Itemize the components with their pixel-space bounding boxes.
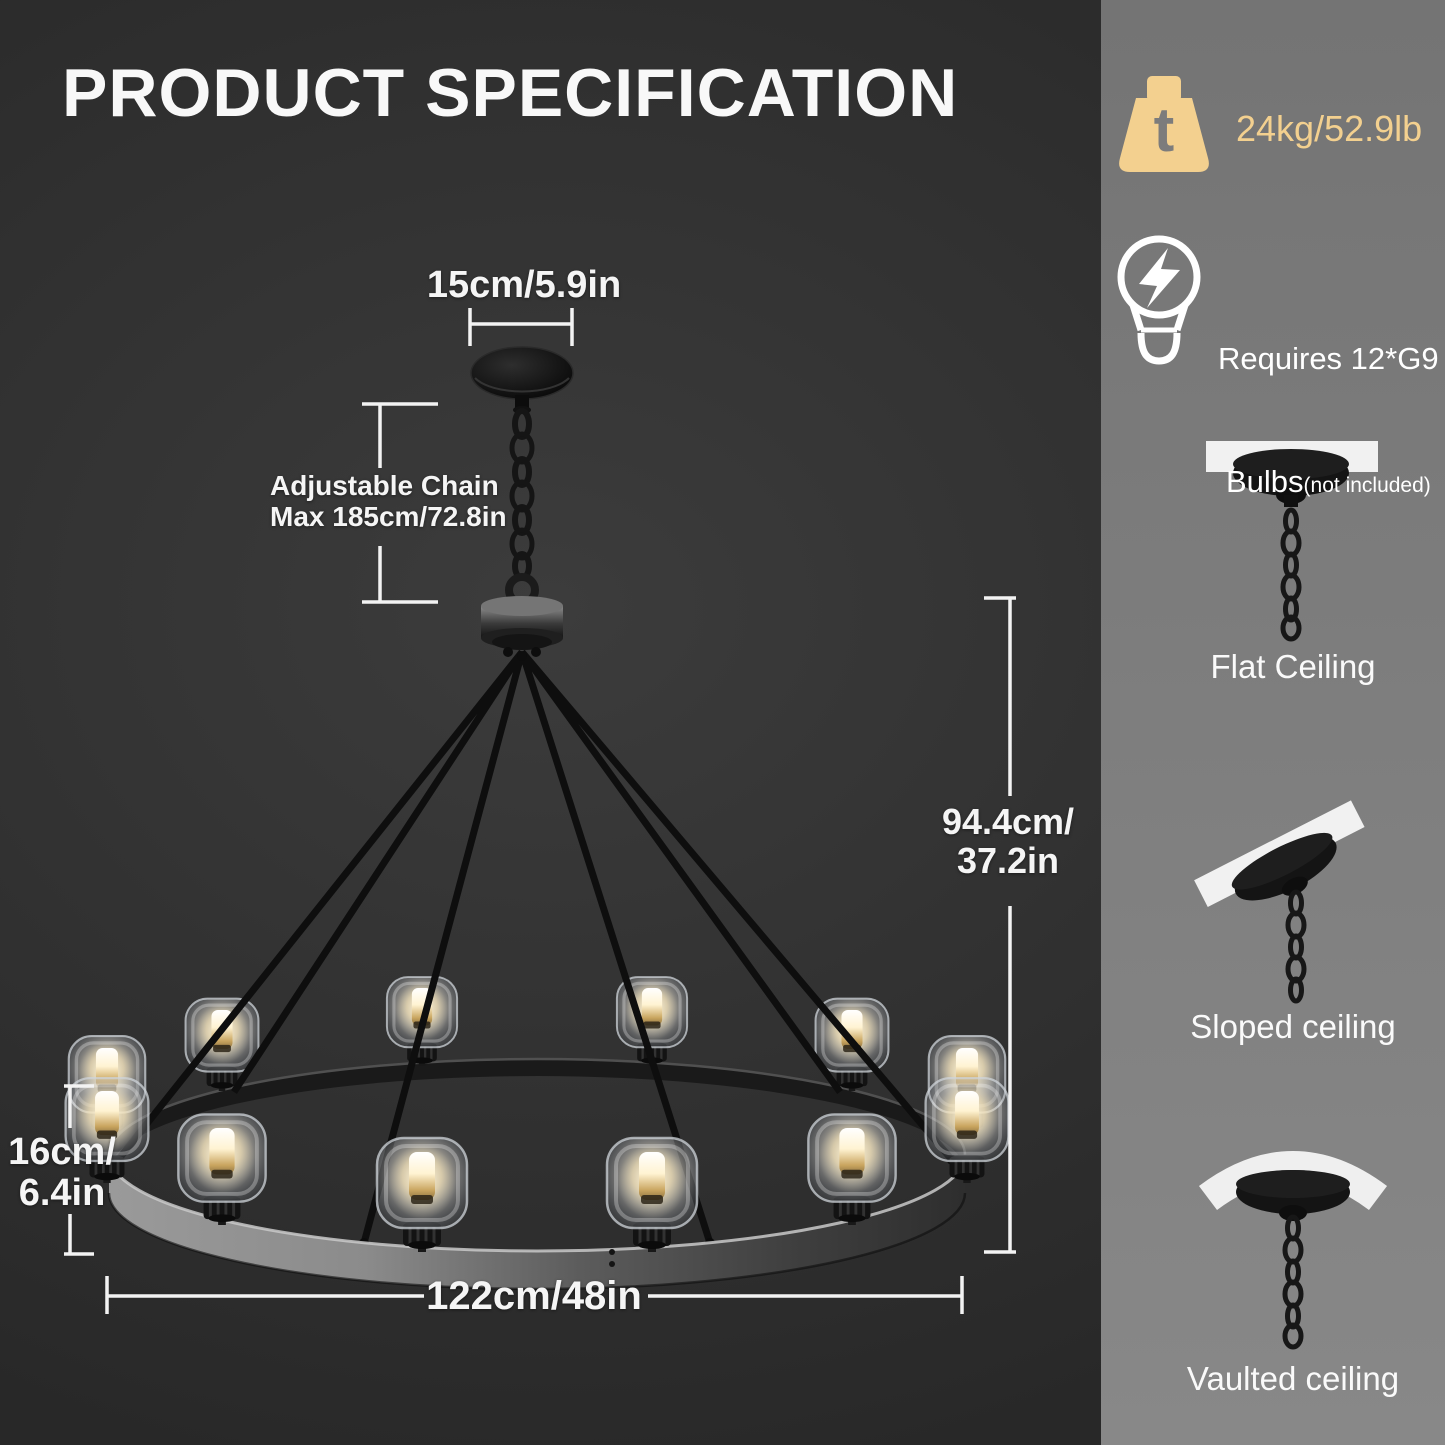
dimension-lines [64, 308, 1016, 1314]
dimension-height-line2: 37.2in [956, 840, 1060, 881]
bulb-requirement-line1: Requires 12*G9 [1218, 341, 1439, 376]
weight-icon [1119, 76, 1209, 172]
dimension-ring-height: 16cm/ 6.4in [8, 1132, 116, 1214]
dimension-chain-line2: Max 185cm/72.8in [270, 501, 507, 532]
flat-ceiling-figure [1206, 441, 1378, 642]
chandelier-illustration [63, 346, 1011, 1291]
vaulted-ceiling-figure [1198, 1151, 1388, 1350]
bulb-icon [1117, 235, 1201, 365]
mount-label-flat: Flat Ceiling [1210, 648, 1376, 685]
dimension-diameter: 122cm/48in [426, 1274, 642, 1318]
bulb-requirement: Requires 12*G9 Bulbs(not included) [1218, 256, 1439, 588]
mount-label-vaulted: Vaulted ceiling [1186, 1360, 1400, 1397]
dimension-canopy-width: 15cm/5.9in [426, 264, 622, 306]
bulb-note: (not included) [1303, 474, 1431, 497]
sloped-ceiling-figure [1194, 800, 1365, 1004]
dimension-chain: Adjustable Chain Max 185cm/72.8in [270, 470, 507, 532]
bulb-requirement-line2: Bulbs(not included) [1218, 461, 1439, 506]
weight-value: 24kg/52.9lb [1236, 108, 1423, 149]
page-title: PRODUCT SPECIFICATION [62, 55, 959, 131]
bulb-word: Bulbs [1226, 464, 1304, 499]
dimension-ring-height-line2: 6.4in [18, 1172, 106, 1214]
dimension-height: 94.4cm/ 37.2in [942, 802, 1074, 880]
mount-label-sloped: Sloped ceiling [1190, 1008, 1396, 1045]
dimension-ring-height-line1: 16cm/ [8, 1131, 116, 1173]
dimension-height-line1: 94.4cm/ [941, 801, 1075, 842]
dimension-chain-line1: Adjustable Chain [270, 470, 499, 501]
weight-icon-glyph: t [1153, 96, 1175, 165]
